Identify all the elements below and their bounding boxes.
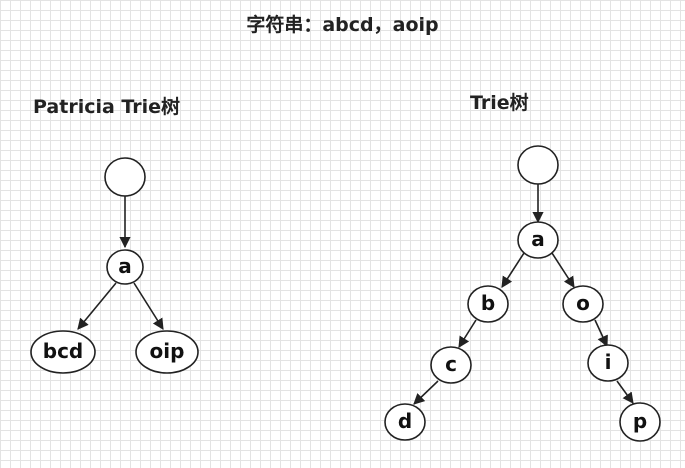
trie-node-p-text: p [633,409,647,433]
trie-edges [413,184,634,405]
trie-node-b: b [467,285,509,323]
patricia-node-a-text: a [118,254,132,278]
patricia-node-bcd: bcd [30,330,96,374]
trie-node-root [517,145,559,185]
trie-edge-o-i [594,319,608,348]
trie-node-c: c [430,346,472,384]
trie-node-c-text: c [445,352,457,376]
patricia-node-root [104,157,146,197]
trie-node-p: p [619,402,661,442]
diagram-title: 字符串：abcd，aoip [246,14,439,36]
trie-edge-a-b [501,252,525,288]
trie-node-o-text: o [576,291,590,315]
patricia-edge-a-oip [133,282,164,330]
patricia-node-bcd-text: bcd [43,339,84,363]
trie-edge-i-p [616,380,634,404]
trie-node-a-text: a [531,227,545,251]
trie-edge-b-c [458,319,477,348]
trie-node-d-text: d [398,409,412,433]
patricia-edges [77,196,164,330]
patricia-node-oip-text: oip [150,339,185,363]
patricia-node-oip: oip [135,330,199,374]
trie-node-o: o [562,285,604,323]
patricia-edge-a-bcd [77,282,117,330]
trie-node-i: i [587,344,629,382]
trie-node-a: a [517,221,559,259]
trie-node-b-text: b [481,291,495,315]
patricia-node-a: a [106,249,144,285]
trie-node-d: d [384,403,426,441]
trie-node-i-text: i [605,350,612,374]
trie-label: Trie树 [470,92,529,114]
patricia-trie-label: Patricia Trie树 [33,96,181,118]
trie-edge-c-d [413,380,439,405]
trie-edge-a-o [551,252,575,288]
